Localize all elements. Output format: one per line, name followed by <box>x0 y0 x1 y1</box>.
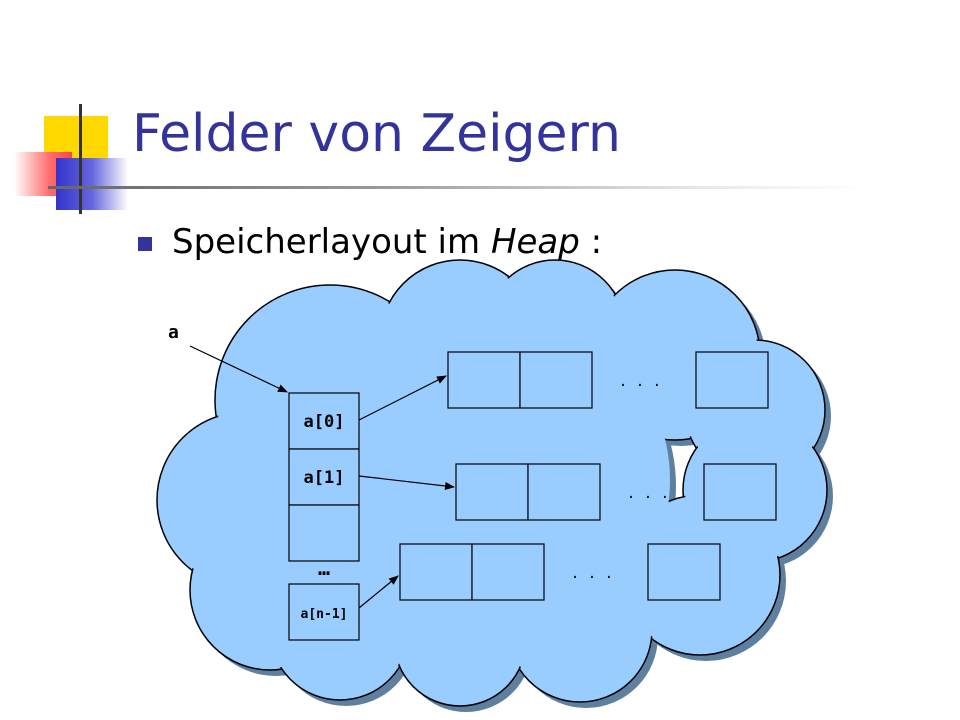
bullet-suffix: : <box>579 222 603 262</box>
row-1-cell-1 <box>447 351 521 409</box>
row-3-cell-2 <box>471 543 545 601</box>
array-cell-1-label: a[1] <box>304 468 345 488</box>
arrow-a1-row-2 <box>358 475 455 490</box>
slide-title: Felder von Zeigern <box>132 104 621 164</box>
deco-vertical-line <box>79 104 82 214</box>
bullet-text: Speicherlayout im Heap : <box>172 222 602 262</box>
title-underline <box>48 186 868 189</box>
pointer-label: a <box>168 322 179 343</box>
arrow-alast-row-3 <box>358 575 399 609</box>
array-cell-0 <box>288 392 360 450</box>
row-1-ellipsis: . . . <box>619 374 661 390</box>
bullet-prefix: Speicherlayout im <box>172 222 491 262</box>
array-cell-last-label: a[n-1] <box>301 607 348 622</box>
row-2-ellipsis: . . . <box>627 486 669 502</box>
target-row-1 <box>447 351 769 409</box>
row-3-cell-1 <box>399 543 473 601</box>
pointer-arrow <box>189 345 288 393</box>
row-2-cell-last <box>703 463 777 521</box>
row-1-cell-last <box>695 351 769 409</box>
array-cell-0-label: a[0] <box>304 412 345 432</box>
bullet-emphasis: Heap <box>490 222 580 262</box>
row-3-ellipsis: . . . <box>571 566 613 582</box>
bullet-marker <box>138 237 152 251</box>
target-row-2 <box>455 463 777 521</box>
target-row-3 <box>399 543 721 601</box>
row-2-cell-2 <box>527 463 601 521</box>
row-3-cell-last <box>647 543 721 601</box>
row-1-cell-2 <box>519 351 593 409</box>
row-2-cell-1 <box>455 463 529 521</box>
array-cell-2 <box>288 504 360 562</box>
bullet-item: Speicherlayout im Heap : <box>138 222 602 262</box>
deco-blue-gradient <box>56 158 128 210</box>
array-ellipsis: … <box>318 556 330 580</box>
array-cell-last <box>288 583 360 641</box>
pointer-array <box>288 392 360 641</box>
arrow-a0-row-1 <box>358 375 447 421</box>
